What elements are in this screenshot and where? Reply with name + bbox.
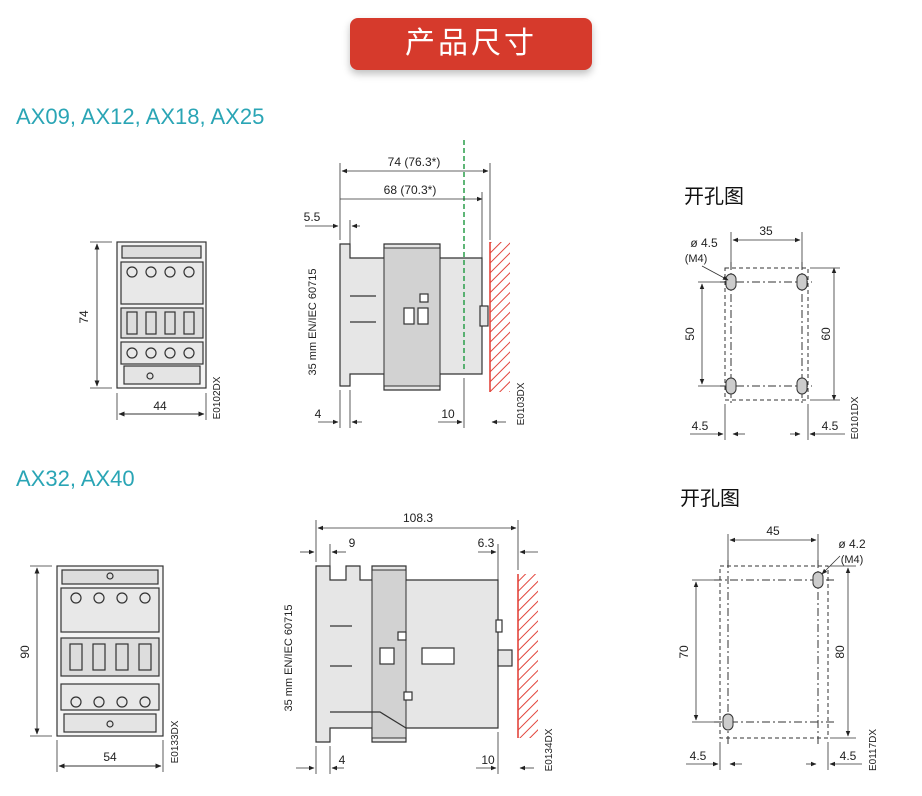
- cutout-small: [690, 232, 845, 440]
- cutout-margin-left-label: 4.5: [692, 419, 709, 433]
- side-rail-label-large: 35 mm EN/IEC 60715: [283, 605, 295, 712]
- page-title-banner: 产品尺寸: [350, 18, 592, 70]
- series-title-small: AX09, AX12, AX18, AX25: [16, 104, 265, 129]
- side-right-gap-label-large: 10: [481, 753, 495, 767]
- side-left-gap-label-large: 4: [339, 753, 346, 767]
- cutout-code-large: E0117DX: [868, 729, 879, 771]
- cutout-spacing-x-label: 35: [759, 224, 773, 238]
- cutout-spacing-x-label-large: 45: [766, 524, 780, 538]
- cutout-title-small: 开孔图: [684, 184, 744, 208]
- front-code: E0102DX: [212, 376, 223, 419]
- front-view-small: [90, 241, 207, 420]
- cutout-hole-label: ø 4.5: [690, 236, 718, 250]
- cutout-screw-label: (M4): [685, 253, 708, 265]
- cutout-code: E0101DX: [850, 396, 861, 439]
- side-body-label: 68 (70.3*): [384, 183, 437, 197]
- cutout-margin-right-label-large: 4.5: [840, 749, 857, 763]
- front-code-large: E0133DX: [170, 720, 181, 763]
- front-view-large: [30, 565, 164, 772]
- cutout-spacing-y-label: 50: [683, 327, 697, 341]
- cutout-title-large: 开孔图: [680, 486, 740, 510]
- side-view-large: [296, 520, 538, 774]
- side-rail-label: 35 mm EN/IEC 60715: [307, 269, 319, 376]
- side-code-large: E0134DX: [544, 728, 555, 771]
- side-offset-right-label-large: 6.3: [478, 536, 495, 550]
- side-offset-top-label-large: 9: [349, 536, 356, 550]
- side-code: E0103DX: [516, 382, 527, 425]
- series-title-large: AX32, AX40: [16, 466, 135, 491]
- front-width-label: 44: [153, 399, 167, 413]
- side-offset-label: 5.5: [304, 210, 321, 224]
- front-height-label-large: 90: [18, 645, 32, 659]
- cutout-hole-label-large: ø 4.2: [838, 537, 866, 551]
- front-height-label: 74: [77, 310, 91, 324]
- side-right-gap-label: 10: [441, 407, 455, 421]
- front-width-label-large: 54: [103, 750, 117, 764]
- cutout-outer-y-label: 60: [819, 327, 833, 341]
- cutout-outer-y-label-large: 80: [833, 645, 847, 659]
- cutout-margin-right-label: 4.5: [822, 419, 839, 433]
- cutout-screw-label-large: (M4): [841, 554, 864, 566]
- side-view-small: [305, 140, 510, 428]
- cutout-large: [686, 534, 862, 770]
- side-left-gap-label: 4: [315, 407, 322, 421]
- cutout-margin-left-label-large: 4.5: [690, 749, 707, 763]
- side-overall-label-large: 108.3: [403, 511, 433, 525]
- side-overall-label: 74 (76.3*): [388, 155, 441, 169]
- cutout-spacing-y-label-large: 70: [677, 645, 691, 659]
